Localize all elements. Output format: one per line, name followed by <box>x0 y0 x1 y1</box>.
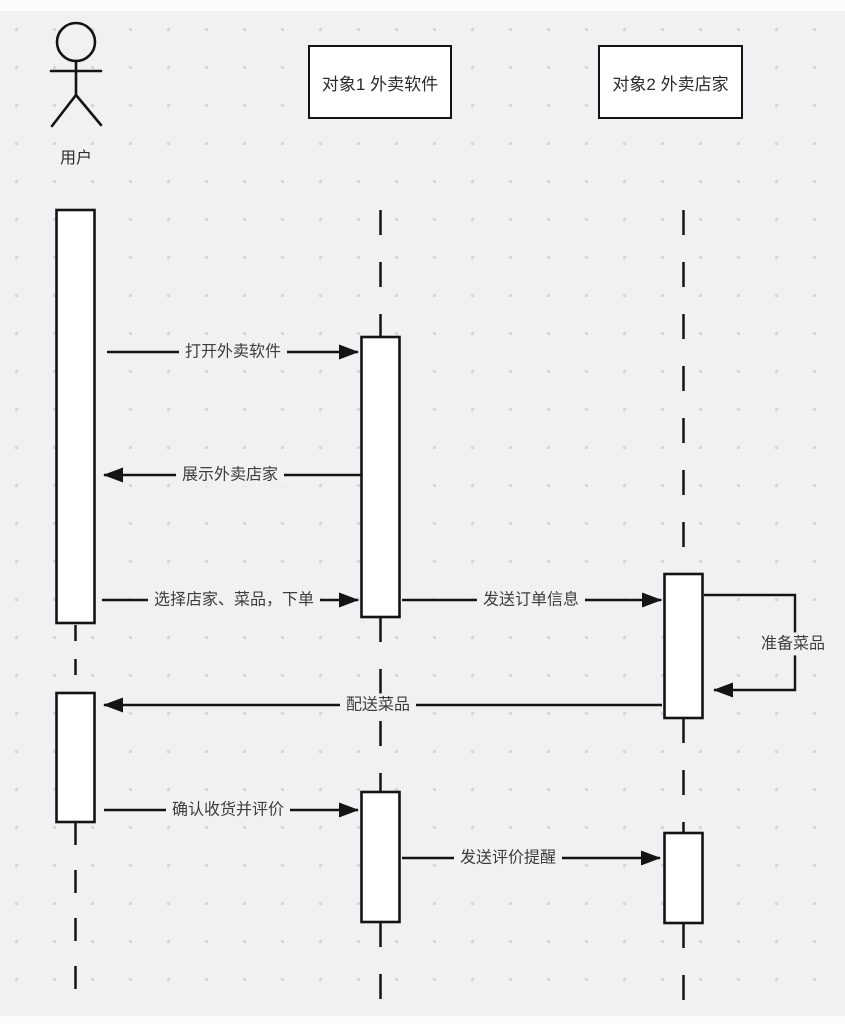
lifelines <box>74 210 685 1014</box>
activation-bar-user-2[interactable] <box>55 691 96 824</box>
activation-bar-shop-1[interactable] <box>663 572 704 720</box>
message-label-review-remind[interactable]: 发送评价提醒 <box>453 846 563 870</box>
message-label-prepare-food[interactable]: 准备菜品 <box>754 632 832 656</box>
object-box-shop[interactable]: 对象2 外卖店家 <box>598 45 743 119</box>
message-label-deliver-food[interactable]: 配送菜品 <box>339 693 417 717</box>
actor-stick-figure-icon[interactable] <box>49 21 103 128</box>
activation-bar-app-2[interactable] <box>360 790 401 924</box>
object-box-shop-label: 对象2 外卖店家 <box>612 74 729 94</box>
object-box-app-label: 对象1 外卖软件 <box>321 74 439 94</box>
activation-bar-app-1[interactable] <box>360 335 401 619</box>
activation-bar-user-1[interactable] <box>55 208 96 625</box>
message-label-show-shops[interactable]: 展示外卖店家 <box>175 463 285 487</box>
actor-label-user[interactable]: 用户 <box>59 150 93 167</box>
message-label-confirm-review[interactable]: 确认收货并评价 <box>165 798 291 822</box>
canvas-edge-top <box>0 0 845 11</box>
canvas-edge-bottom <box>0 1016 845 1024</box>
message-label-open-app[interactable]: 打开外卖软件 <box>178 340 288 364</box>
activation-bar-shop-2[interactable] <box>663 831 704 925</box>
message-label-place-order[interactable]: 选择店家、菜品，下单 <box>147 588 321 612</box>
object-box-app[interactable]: 对象1 外卖软件 <box>308 45 452 119</box>
message-label-send-order[interactable]: 发送订单信息 <box>476 588 586 612</box>
